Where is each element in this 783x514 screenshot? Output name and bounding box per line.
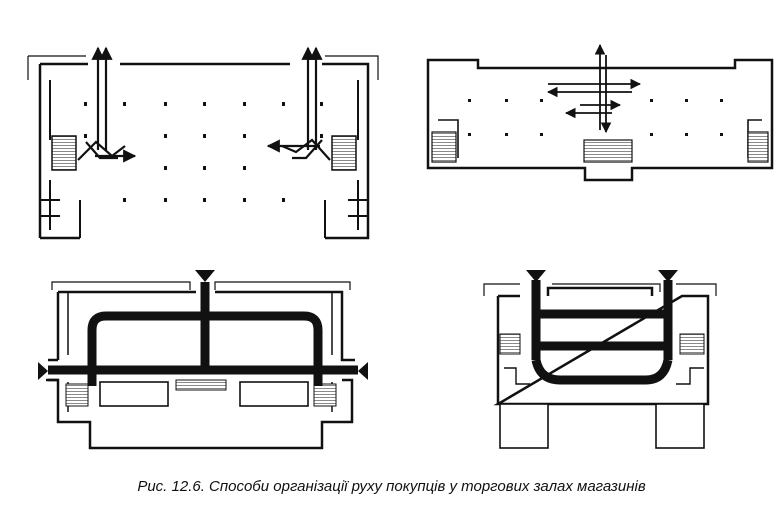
stair-bl-3	[175, 379, 227, 391]
plan-bottom-right-wall	[493, 286, 710, 406]
entry-arrow-left	[38, 362, 48, 380]
counter-left	[99, 381, 169, 407]
flow-loop-thick-2	[531, 280, 673, 385]
plan-top-left-wall	[40, 62, 370, 240]
plan-bottom-left	[38, 270, 368, 450]
stair-a	[431, 131, 457, 163]
stair-bl-1	[65, 383, 89, 407]
stair-c	[747, 131, 769, 163]
plan-top-left	[27, 46, 379, 240]
stair-right	[331, 135, 357, 171]
flow-loop-thick	[48, 282, 358, 386]
flow-cross-arrows	[546, 43, 642, 134]
plan-bottom-right	[483, 270, 717, 449]
flow-arrows-right	[266, 46, 331, 161]
column-grid	[84, 102, 323, 202]
stair-b	[583, 139, 633, 163]
stair-bl-2	[313, 383, 337, 407]
counter-right	[239, 381, 309, 407]
entry-arrow-br-2	[658, 270, 678, 282]
stair-br-1	[499, 333, 521, 355]
plan-top-right-wall	[426, 58, 774, 182]
plan-bottom-left-wall	[48, 290, 355, 450]
annex-right	[655, 403, 705, 449]
stair-left	[51, 135, 77, 171]
stair-br-2	[679, 333, 705, 355]
annex-left	[499, 403, 549, 449]
column-grid-2	[468, 99, 723, 136]
entry-arrow-top	[195, 270, 215, 282]
plan-top-right	[426, 43, 774, 182]
figure-caption: Рис. 12.6. Способи організації руху поку…	[137, 478, 646, 495]
entry-arrow-br-1	[526, 270, 546, 282]
flow-arrows-left	[77, 46, 137, 163]
entry-arrow-right	[358, 362, 368, 380]
